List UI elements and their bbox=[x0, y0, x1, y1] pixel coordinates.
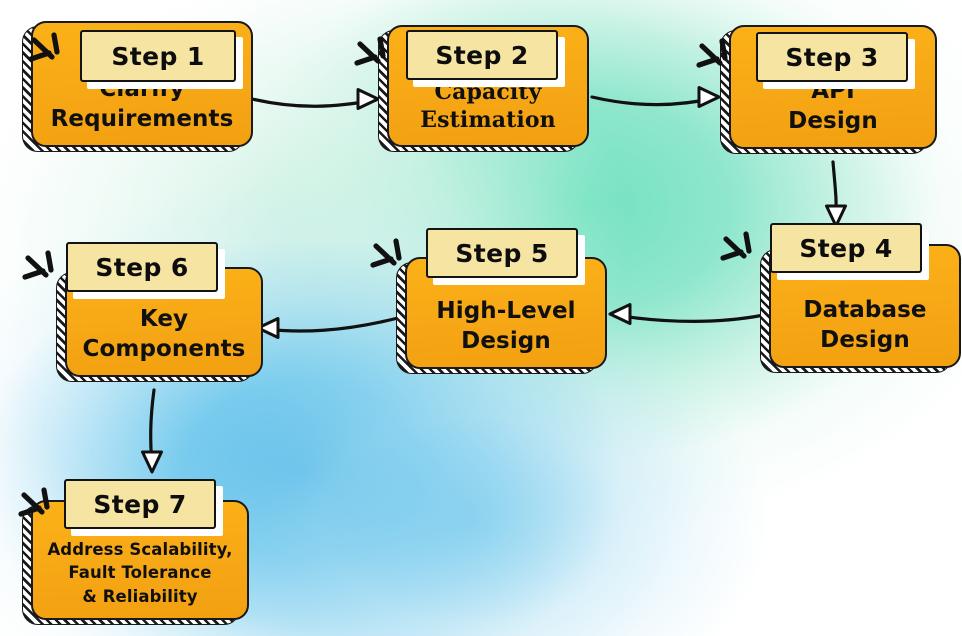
arrowhead-icon bbox=[697, 86, 721, 108]
connector-line bbox=[612, 313, 766, 324]
step-label-tab-4[interactable]: Step 4 bbox=[770, 223, 929, 280]
tab-label-text: Step 4 bbox=[799, 233, 893, 263]
tab-face: Step 1 bbox=[80, 30, 236, 82]
card-body-line: Design bbox=[788, 108, 878, 135]
connector-line bbox=[831, 160, 838, 224]
connector-line bbox=[590, 95, 718, 107]
tab-face: Step 2 bbox=[406, 30, 558, 80]
card-body-line: & Reliability bbox=[82, 586, 198, 606]
step-label-tab-7[interactable]: Step 7 bbox=[64, 479, 223, 536]
card-body-line: Design bbox=[820, 327, 910, 354]
connector-step5-to-step6 bbox=[256, 316, 400, 339]
card-body-line: Address Scalability, bbox=[47, 539, 233, 559]
arrowhead-icon bbox=[608, 303, 632, 325]
card-body-line: Fault Tolerance bbox=[68, 563, 212, 583]
step-label-tab-5[interactable]: Step 5 bbox=[426, 228, 585, 285]
connector-step6-to-step7 bbox=[141, 388, 163, 474]
tab-face: Step 5 bbox=[426, 228, 578, 278]
connector-line bbox=[250, 97, 378, 108]
card-body-line: Database bbox=[803, 297, 927, 324]
tab-face: Step 4 bbox=[770, 223, 922, 273]
tab-label-text: Step 7 bbox=[93, 489, 187, 519]
step-label-tab-3[interactable]: Step 3 bbox=[756, 32, 915, 89]
tab-label-text: Step 6 bbox=[95, 252, 189, 282]
tab-face: Step 3 bbox=[756, 32, 908, 82]
tab-face: Step 6 bbox=[66, 242, 218, 292]
tab-label-text: Step 1 bbox=[111, 41, 205, 71]
connector-step4-to-step5 bbox=[608, 303, 766, 325]
card-body-line: Key Components bbox=[82, 306, 246, 363]
card-body-line: Estimation bbox=[420, 107, 556, 134]
step-label-tab-6[interactable]: Step 6 bbox=[66, 242, 225, 299]
connector-line bbox=[149, 388, 156, 468]
card-body-text: Address Scalability, Fault Tolerance & Rel… bbox=[33, 538, 247, 608]
connector-step3-to-step4 bbox=[825, 160, 847, 228]
tab-label-text: Step 3 bbox=[785, 42, 879, 72]
step-label-tab-1[interactable]: Step 1 bbox=[80, 30, 243, 89]
tab-label-text: Step 2 bbox=[435, 40, 529, 70]
arrowhead-icon bbox=[141, 450, 163, 474]
tab-label-text: Step 5 bbox=[455, 238, 549, 268]
connector-step1-to-step2 bbox=[250, 88, 380, 110]
connector-step2-to-step3 bbox=[590, 86, 721, 108]
card-body-line: High-Level bbox=[436, 298, 576, 325]
card-body-line: Design bbox=[461, 328, 551, 355]
card-body-line: Requirements bbox=[50, 106, 234, 133]
tab-face: Step 7 bbox=[64, 479, 216, 529]
step-label-tab-2[interactable]: Step 2 bbox=[406, 30, 565, 87]
arrowhead-icon bbox=[356, 88, 380, 110]
connector-line bbox=[262, 316, 400, 333]
